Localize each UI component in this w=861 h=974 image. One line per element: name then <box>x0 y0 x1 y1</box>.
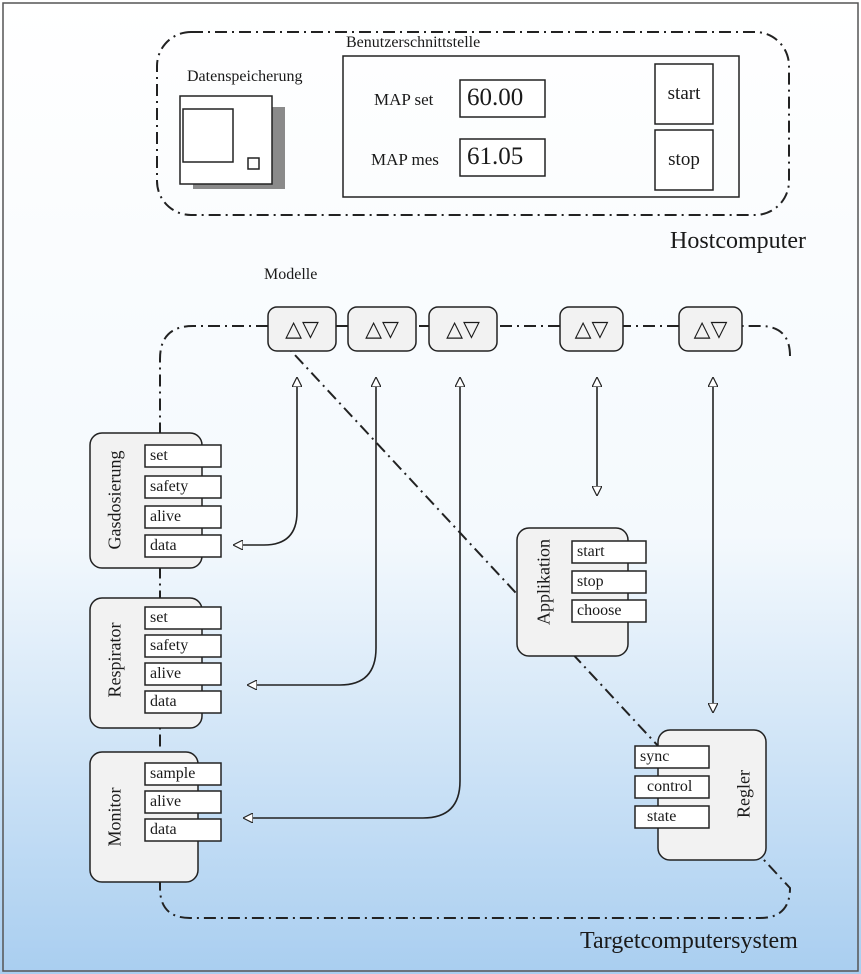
respirator-title: Respirator <box>104 622 125 698</box>
model-box-2 <box>347 306 417 352</box>
user-interface-panel <box>342 55 740 198</box>
monitor-port-sample[interactable]: sample <box>150 765 196 782</box>
applikation-port-box <box>571 599 647 623</box>
start-button[interactable]: start <box>667 83 701 104</box>
applikation-port-stop[interactable]: stop <box>577 573 604 590</box>
regler-port-sync[interactable]: sync <box>640 748 670 765</box>
applikation-port-box <box>571 570 647 594</box>
model-box-1 <box>267 306 337 352</box>
model-box-3 <box>428 306 498 352</box>
gasdosierung-port-alive[interactable]: alive <box>150 508 182 525</box>
targetcomputer-boundary <box>159 325 792 919</box>
regler-port-box <box>634 745 710 769</box>
regler-port-box <box>634 775 710 799</box>
storage-icon-window <box>182 108 234 163</box>
monitor-port-box <box>144 818 222 842</box>
regler-title: Regler <box>733 770 754 818</box>
model-box-5 <box>678 306 743 352</box>
gasdosierung-port-set[interactable]: set <box>150 447 168 464</box>
model-4-symbol[interactable]: △▽ <box>574 316 609 341</box>
port-boxes <box>144 444 710 842</box>
respirator-port-safety[interactable]: safety <box>150 637 189 654</box>
respirator-port-box <box>144 634 222 658</box>
applikation-title: Applikation <box>533 539 554 625</box>
map-mes-label: MAP mes <box>371 150 439 169</box>
applikation-port-choose[interactable]: choose <box>577 602 622 619</box>
models-label: Modelle <box>264 266 318 283</box>
respirator-port-set[interactable]: set <box>150 609 168 626</box>
gasdosierung-port-data[interactable]: data <box>150 537 177 554</box>
user-interface-label: Benutzerschnittstelle <box>346 34 481 51</box>
gasdosierung-port-box <box>144 534 222 558</box>
respirator-port-box <box>144 606 222 630</box>
hostcomputer-caption: Hostcomputer <box>670 228 806 254</box>
respirator-port-alive[interactable]: alive <box>150 665 182 682</box>
monitor-port-box <box>144 762 222 786</box>
start-button-frame <box>654 63 714 125</box>
map-set-value: 60.00 <box>467 84 524 111</box>
regler-port-box <box>634 805 710 829</box>
regler-port-state[interactable]: state <box>647 808 677 825</box>
storage-icon-small-square <box>247 157 260 170</box>
regler-port-control[interactable]: control <box>647 778 693 795</box>
model-2-symbol[interactable]: △▽ <box>365 316 399 341</box>
applikation-port-start[interactable]: start <box>577 543 605 560</box>
model-3-symbol[interactable]: △▽ <box>446 316 480 341</box>
arrow-model3-monitor <box>244 378 460 818</box>
stop-button[interactable]: stop <box>668 149 700 170</box>
respirator-port-box <box>144 662 222 686</box>
gasdosierung-port-box <box>144 444 222 468</box>
respirator-port-data[interactable]: data <box>150 693 177 710</box>
stop-button-frame <box>654 129 714 191</box>
map-mes-value-box <box>459 138 546 177</box>
respirator-port-box <box>144 690 222 714</box>
applikation-port-box <box>571 540 647 564</box>
gasdosierung-port-box <box>144 505 222 529</box>
monitor-port-alive[interactable]: alive <box>150 793 182 810</box>
map-mes-value: 61.05 <box>467 143 524 170</box>
model-1-symbol[interactable]: △▽ <box>285 316 319 341</box>
hostcomputer-boundary <box>156 31 790 216</box>
monitor-title: Monitor <box>104 787 125 847</box>
map-set-value-box <box>459 79 546 118</box>
monitor-port-box <box>144 790 222 814</box>
gasdosierung-title: Gasdosierung <box>104 450 125 550</box>
monitor-port-data[interactable]: data <box>150 821 177 838</box>
targetcomputersystem-caption: Targetcomputersystem <box>580 928 798 954</box>
model-5-symbol[interactable]: △▽ <box>693 316 728 341</box>
gasdosierung-port-box <box>144 475 222 499</box>
map-set-label: MAP set <box>374 90 434 109</box>
model-box-4 <box>559 306 624 352</box>
gasdosierung-port-safety[interactable]: safety <box>150 478 189 495</box>
storage-label: Datenspeicherung <box>187 68 303 85</box>
